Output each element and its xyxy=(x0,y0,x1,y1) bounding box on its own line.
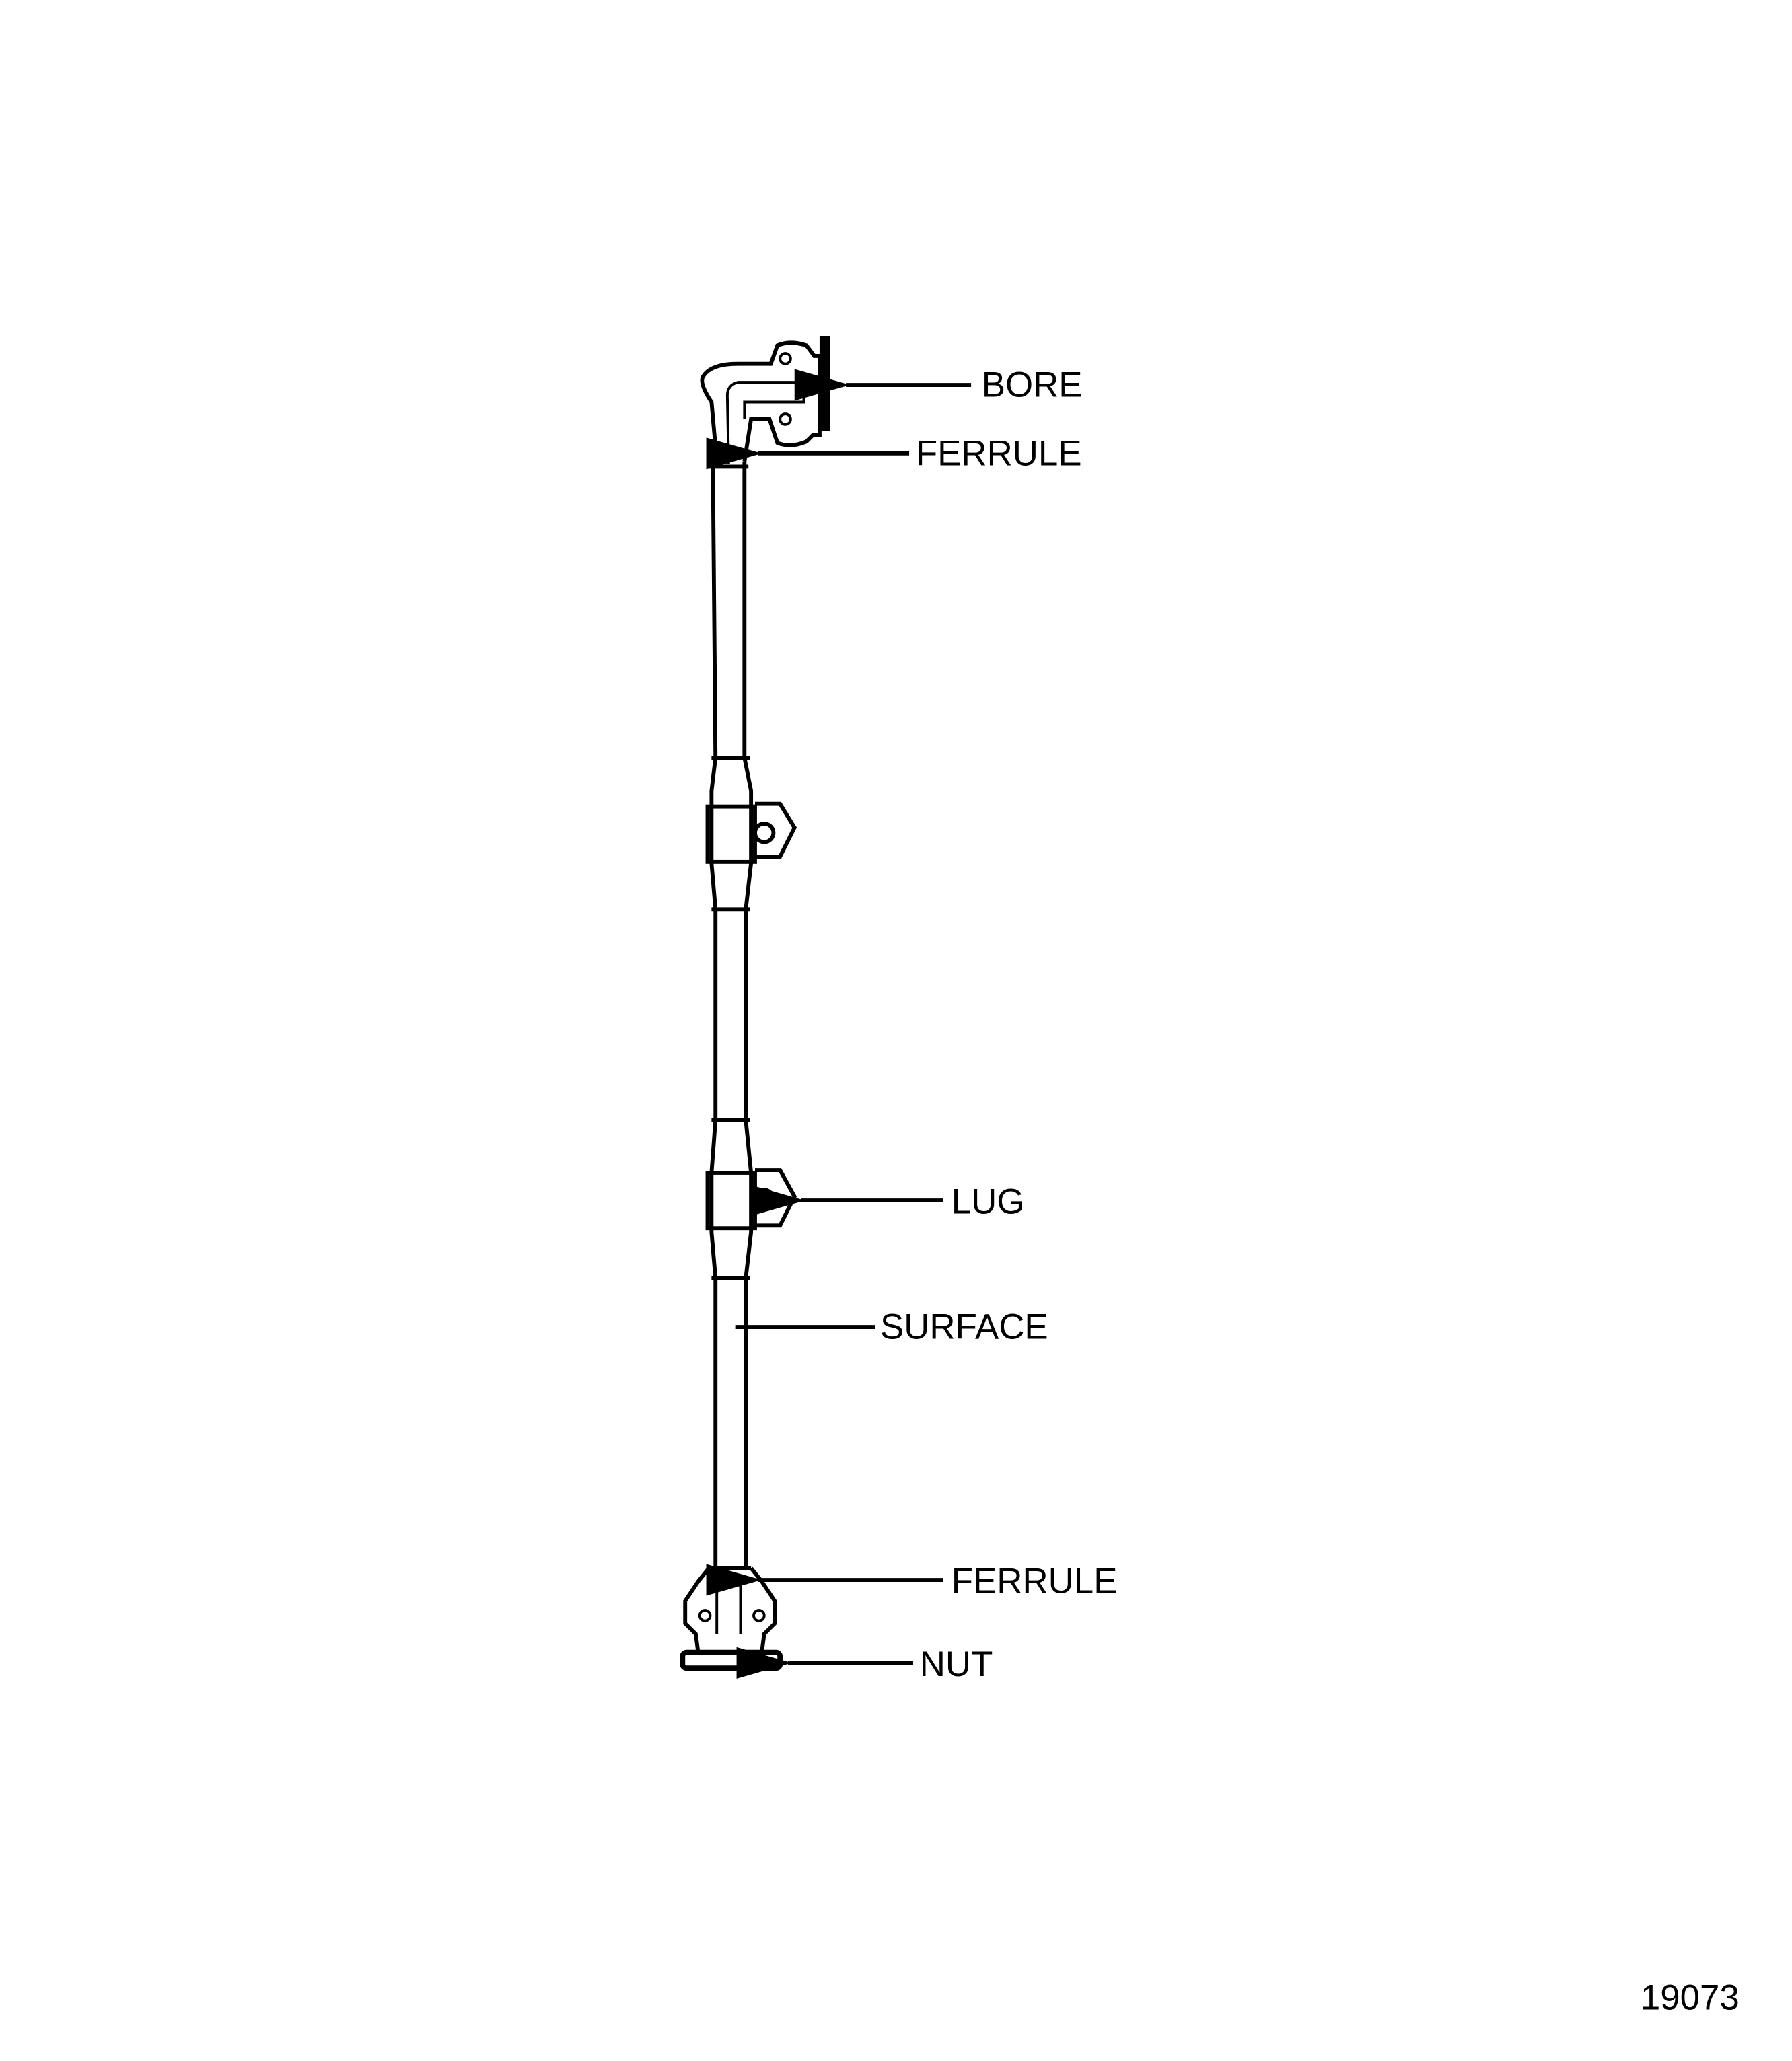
figure-number: 19073 xyxy=(1641,1978,1740,2017)
upper-lug xyxy=(705,801,797,864)
top-elbow-fitting xyxy=(700,336,830,464)
label-ferrule-bottom: FERRULE xyxy=(952,1562,1118,1601)
label-ferrule-top: FERRULE xyxy=(916,433,1082,473)
label-surface: SURFACE xyxy=(880,1307,1048,1347)
tube-body xyxy=(709,461,754,1570)
label-bore: BORE xyxy=(982,365,1083,405)
label-nut: NUT xyxy=(920,1644,993,1684)
bottom-fitting-and-nut xyxy=(680,1566,783,1671)
label-lug: LUG xyxy=(952,1182,1025,1222)
